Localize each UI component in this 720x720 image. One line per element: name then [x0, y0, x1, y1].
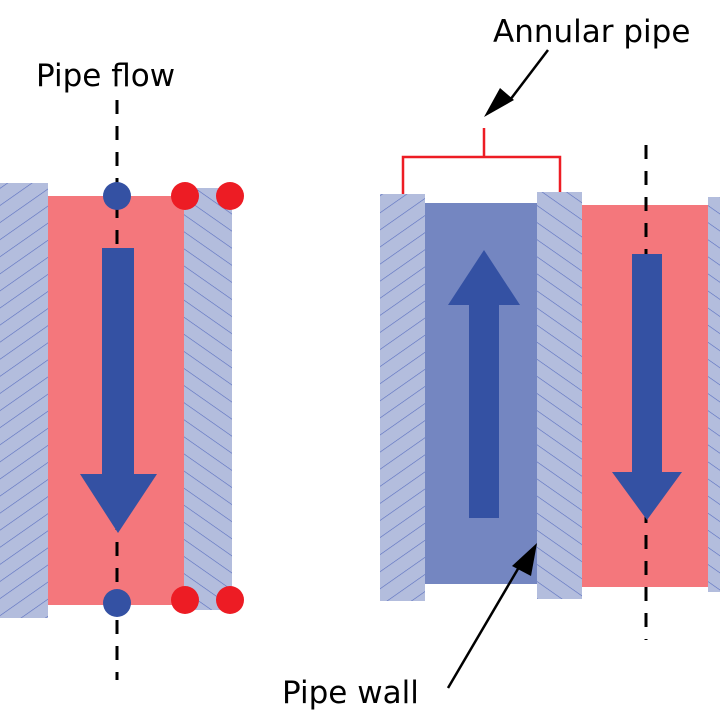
- up-flow-arrow-icon: [448, 250, 520, 518]
- inner-pipe-wall: [537, 192, 582, 599]
- pipe-wall-label: Pipe wall: [282, 675, 419, 711]
- pipe-flow-group: Pipe flow: [0, 58, 244, 680]
- annular-bracket: [401, 128, 562, 194]
- down-flow-arrow-icon: [80, 248, 157, 533]
- annular-pointer-arrowhead: [484, 88, 514, 117]
- inner-pipe-wall-right: [708, 197, 720, 592]
- annular-pipe-label: Annular pipe: [493, 14, 690, 50]
- annular-pointer-arrow-icon: [509, 49, 549, 101]
- blue-marker-top: [103, 182, 131, 210]
- left-pipe-wall: [0, 183, 48, 618]
- red-marker-top-2: [216, 182, 244, 210]
- outer-wall-left: [380, 194, 425, 601]
- red-marker-bottom-2: [216, 586, 244, 614]
- wall-pointer-arrow-icon: [446, 561, 524, 689]
- down-flow-arrow-icon-inner: [612, 254, 682, 520]
- red-marker-top-1: [171, 182, 199, 210]
- blue-marker-bottom: [103, 589, 131, 617]
- right-pipe-wall: [184, 188, 232, 610]
- red-marker-bottom-1: [171, 586, 199, 614]
- pipe-flow-label: Pipe flow: [36, 58, 175, 94]
- annular-pipe-group: Annular pipe Pipe wall: [282, 14, 720, 711]
- wall-pointer-arrowhead: [512, 543, 537, 576]
